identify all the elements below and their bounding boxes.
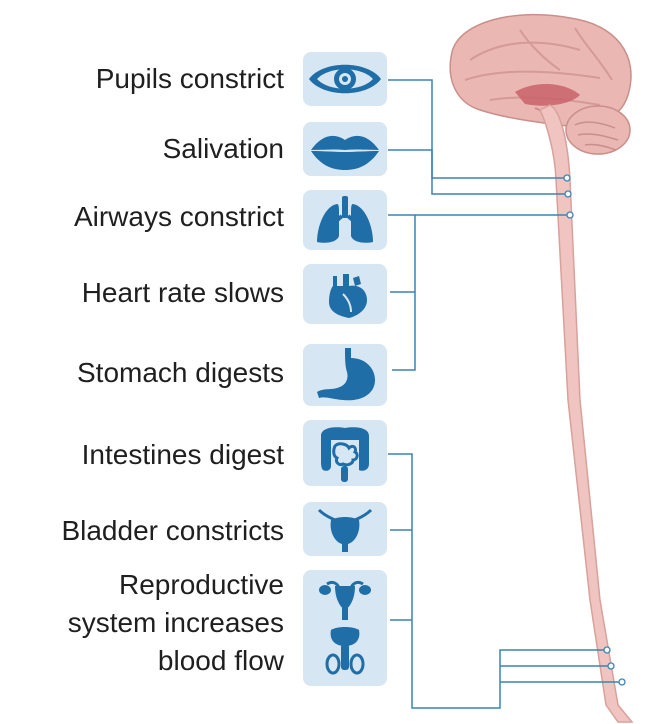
heart-icon-box (303, 264, 387, 324)
lungs-icon (303, 190, 387, 250)
lips-icon (303, 122, 387, 176)
lips-icon-box (303, 122, 387, 176)
lungs-icon-box (303, 190, 387, 250)
label-salivation: Salivation (163, 132, 284, 166)
intestines-icon-box (303, 420, 387, 486)
nerve-connections (388, 80, 622, 708)
label-line: blood flow (68, 642, 284, 680)
reproductive-organs-icon-box (303, 570, 387, 686)
label-pupils-constrict: Pupils constrict (96, 62, 284, 96)
bladder-icon-box (303, 502, 387, 556)
label-reproductive-system: Reproductive system increases blood flow (68, 566, 284, 680)
intestines-icon (303, 420, 387, 486)
stomach-icon-box (303, 344, 387, 406)
label-airways-constrict: Airways constrict (74, 200, 284, 234)
label-stomach-digests: Stomach digests (77, 356, 284, 390)
eye-icon (303, 52, 387, 106)
label-line: system increases (68, 604, 284, 642)
label-line: Reproductive (68, 566, 284, 604)
reproductive-organs-icon (303, 570, 387, 686)
label-bladder-constricts: Bladder constricts (61, 514, 284, 548)
label-heart-rate-slows: Heart rate slows (82, 276, 284, 310)
eye-icon-box (303, 52, 387, 106)
stomach-icon (303, 344, 387, 406)
bladder-icon (303, 502, 387, 556)
heart-icon (303, 264, 387, 324)
label-intestines-digest: Intestines digest (82, 438, 284, 472)
spinal-cord (540, 105, 632, 722)
brain-illustration (450, 15, 631, 154)
